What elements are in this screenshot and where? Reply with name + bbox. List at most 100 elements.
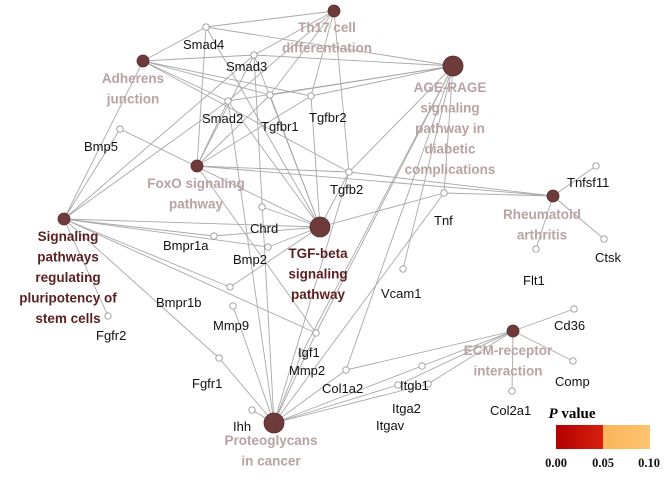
edge-rheumatoid-ctsk — [552, 195, 605, 240]
pathway-node-agerage — [442, 55, 464, 77]
gene-node-comp — [569, 357, 577, 365]
pathway-label-tgfbeta-line-2: pathway — [291, 287, 346, 302]
gene-node-tgfb2 — [345, 168, 353, 176]
edge-foxo-tgfbr2 — [196, 95, 312, 167]
edge-tgfbeta-tnf — [319, 192, 445, 228]
gene-node-col1a2 — [342, 366, 350, 374]
gene-label-smad4: Smad4 — [183, 37, 224, 52]
edge-pluripotency-igf1 — [63, 218, 317, 334]
edge-agerage-smad4 — [205, 26, 454, 67]
edge-ecm-itgav — [397, 330, 514, 386]
edge-th17-tgfbr2 — [310, 10, 335, 97]
gene-label-tnfsf11: Tnfsf11 — [567, 175, 609, 190]
edge-adherens-tgfbr1 — [142, 60, 271, 96]
edge-ecm-itgb1 — [421, 330, 514, 367]
node-layer — [57, 4, 608, 434]
edge-proteoglycans-smad3 — [253, 54, 275, 424]
edge-th17-tgfbr1 — [269, 10, 335, 96]
edge-th17-smad4 — [205, 10, 335, 28]
edge-foxo-tgfb2 — [196, 165, 350, 173]
gene-label-smad3: Smad3 — [226, 59, 267, 74]
edge-tgfbeta-smad4 — [205, 26, 321, 228]
gene-node-tnfsf11 — [592, 162, 600, 170]
gene-node-itgb1 — [418, 362, 426, 370]
edge-agerage-smad3 — [253, 54, 454, 67]
edge-pluripotency-tgfbeta — [63, 218, 321, 228]
edge-agerage-tnf — [443, 65, 454, 194]
edge-adherens-smad2 — [142, 60, 229, 102]
gene-label-smad2: Smad2 — [202, 111, 243, 126]
gene-label-bmpr1b: Bmpr1b — [156, 295, 202, 310]
pathway-label-tgfbeta-line-1: signaling — [288, 267, 347, 282]
gene-label-tgfbr1: Tgfbr1 — [261, 119, 299, 134]
pathway-label-agerage-line-3: diabetic — [424, 142, 476, 157]
pathway-label-ecm-line-1: interaction — [473, 364, 542, 379]
gene-label-fgfr2: Fgfr2 — [96, 328, 126, 343]
edge-adherens-smad3 — [142, 54, 255, 62]
gene-label-mmp9: Mmp9 — [213, 318, 249, 333]
pathway-node-adherens — [136, 54, 150, 68]
edge-pluripotency-fgfr1 — [63, 218, 220, 359]
edge-agerage-col1a2 — [345, 65, 454, 371]
edge-tgfbeta-bmpr1a — [213, 226, 321, 237]
pathway-label-th17-line-0: Th17 cell — [298, 20, 356, 35]
legend-title-p: P — [548, 406, 558, 422]
pathway-node-rheumatoid — [546, 189, 560, 203]
gene-label-flt1: Flt1 — [523, 273, 545, 288]
edge-ecm-cd36 — [512, 308, 575, 332]
edge-tgfbeta-tgfbr2 — [310, 95, 321, 228]
edge-proteoglycans-smad2 — [227, 100, 275, 424]
gene-node-col2a1 — [508, 387, 516, 395]
pathway-label-ecm-line-0: ECM-receptor — [464, 343, 553, 358]
pathway-node-foxo — [190, 159, 204, 173]
edge-agerage-igf1 — [315, 65, 454, 334]
gene-node-chrd — [258, 203, 266, 211]
edge-proteoglycans-igf1 — [273, 332, 317, 424]
pathway-label-ecm: ECM-receptor interaction — [464, 343, 553, 379]
gene-node-smad2 — [224, 97, 232, 105]
edge-tgfbeta-bmpr1b — [229, 226, 321, 288]
gene-label-col1a2: Col1a2 — [322, 381, 363, 396]
edge-th17-smad3 — [253, 10, 335, 56]
pathway-label-agerage-line-1: signaling — [420, 101, 479, 116]
gene-label-mmp2: Mmp2 — [289, 363, 325, 378]
gene-node-tgfbr2 — [307, 92, 315, 100]
edge-rheumatoid-flt1 — [535, 195, 554, 250]
pathway-label-pluripotency-line-1: pathways — [37, 250, 99, 265]
gene-node-ihh — [248, 406, 256, 414]
edge-pluripotency-smad2 — [63, 100, 229, 220]
edge-proteoglycans-col1a2 — [273, 369, 347, 424]
gene-label-chrd: Chrd — [250, 221, 278, 236]
edge-foxo-smad3 — [196, 54, 255, 167]
pathway-label-tgfbeta-line-0: TGF-beta — [288, 246, 348, 261]
edge-agerage-vcam1 — [402, 65, 454, 270]
gene-node-bmp5 — [116, 125, 124, 133]
edge-foxo-tgfbr1 — [196, 94, 271, 167]
gene-label-tgfbr2: Tgfbr2 — [309, 110, 347, 125]
edge-tgfbeta-tgfbr1 — [269, 94, 321, 228]
p-value-legend: P value 0.00 0.05 0.10 — [545, 406, 660, 470]
gene-node-fgfr2 — [104, 312, 112, 320]
gene-node-vcam1 — [399, 265, 407, 273]
legend-tick-0: 0.00 — [545, 456, 567, 470]
gene-label-igf1: Igf1 — [298, 345, 320, 360]
pathway-label-pluripotency-line-4: stem cells — [35, 311, 100, 326]
legend-title: P value — [548, 406, 595, 422]
gene-node-bmp2 — [264, 243, 272, 251]
pathway-node-th17 — [327, 4, 341, 18]
edge-agerage-tgfbr2 — [310, 65, 454, 97]
pathway-label-adherens-line-1: junction — [106, 92, 160, 107]
edge-proteoglycans-mmp9 — [232, 305, 275, 424]
pathway-label-proteoglycans-line-0: Proteoglycans — [224, 433, 317, 448]
gene-node-ctsk — [600, 235, 608, 243]
pathway-label-pluripotency-line-2: regulating — [35, 270, 100, 285]
gene-label-tnf: Tnf — [434, 213, 453, 228]
gene-node-tgfbr1 — [266, 91, 274, 99]
gene-label-itga2: Itga2 — [392, 401, 421, 416]
